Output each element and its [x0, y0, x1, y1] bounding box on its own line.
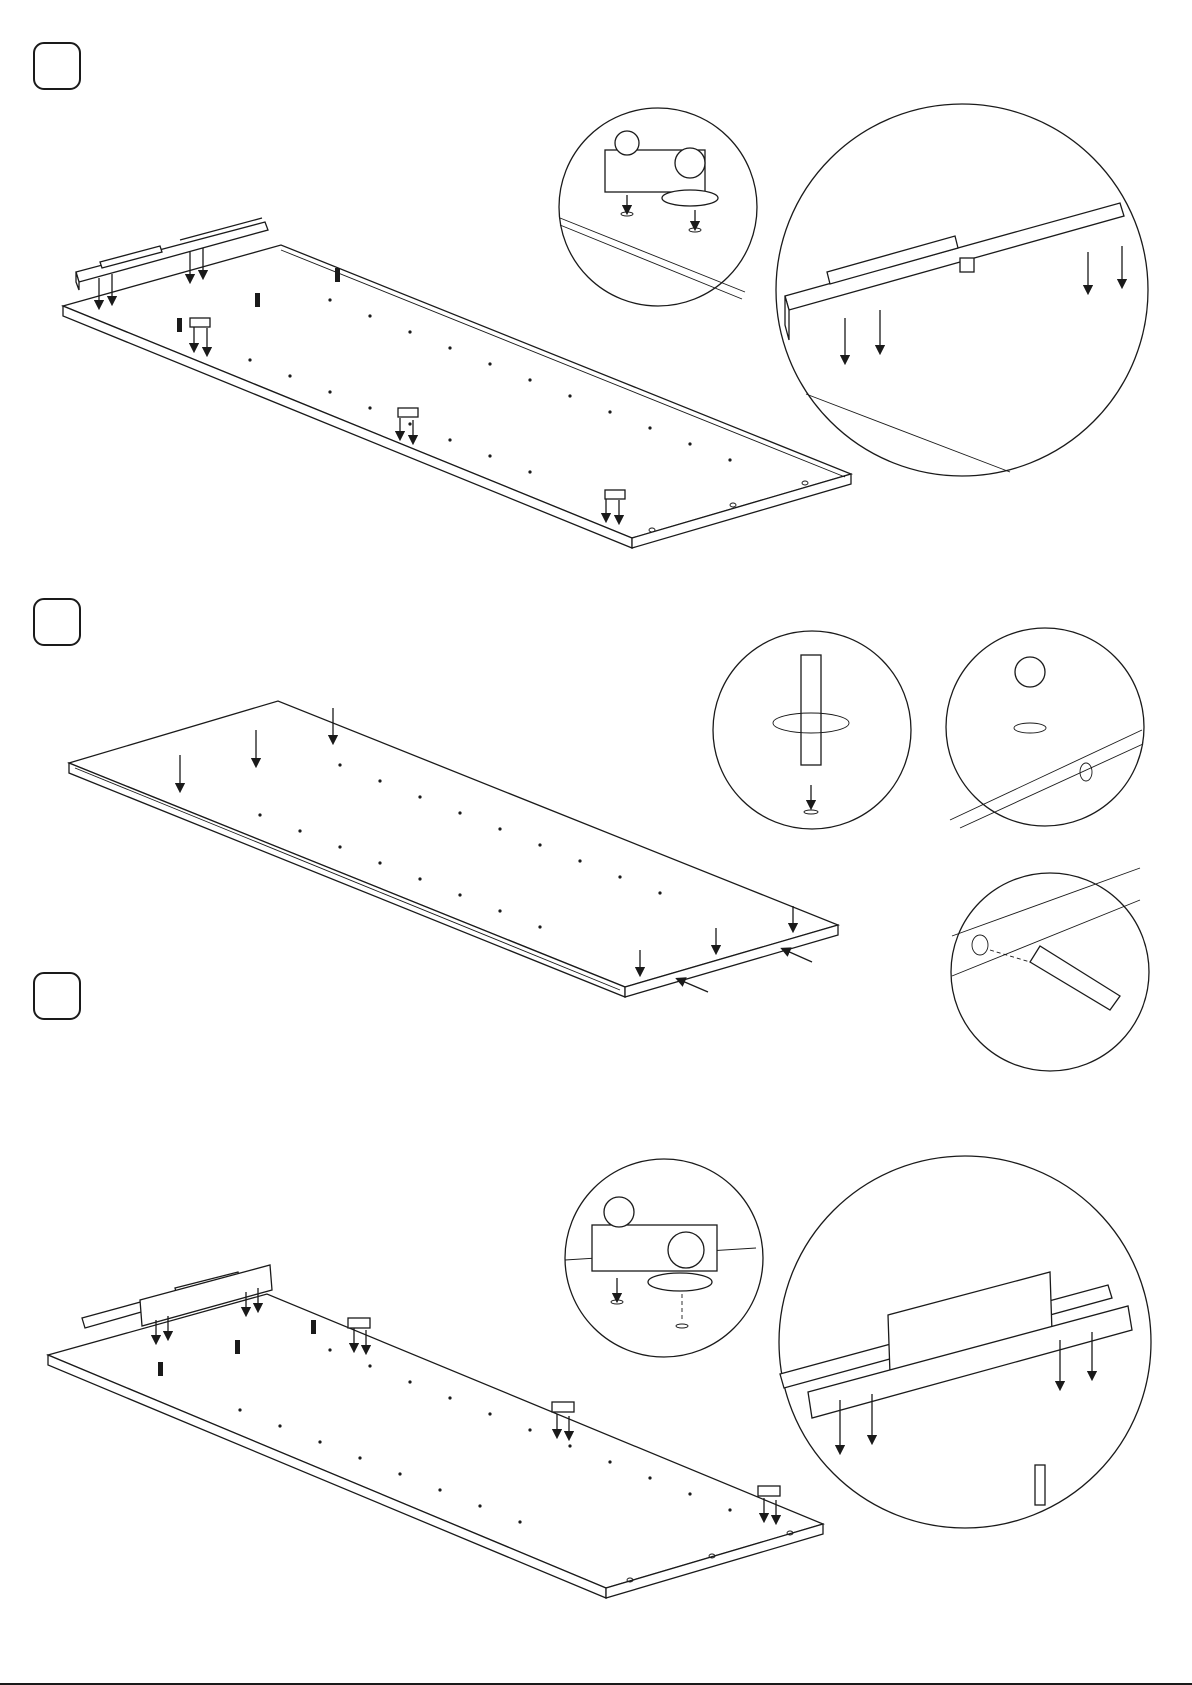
step-3-drawer-runner-detail: [779, 1156, 1151, 1528]
step-2-panel: [69, 701, 838, 997]
step-3-panel: [48, 1265, 823, 1598]
step-2-cam-nut-detail: [946, 628, 1144, 828]
step-2-dowel-detail: [951, 868, 1149, 1071]
step-1-cam-lock-detail: [559, 108, 757, 306]
step-1-panel: [63, 218, 851, 548]
step-2-cam-bolt-detail: [713, 631, 911, 829]
step-3-cam-lock-detail: [565, 1159, 763, 1357]
step-1-drawer-runner-detail: [776, 104, 1148, 476]
